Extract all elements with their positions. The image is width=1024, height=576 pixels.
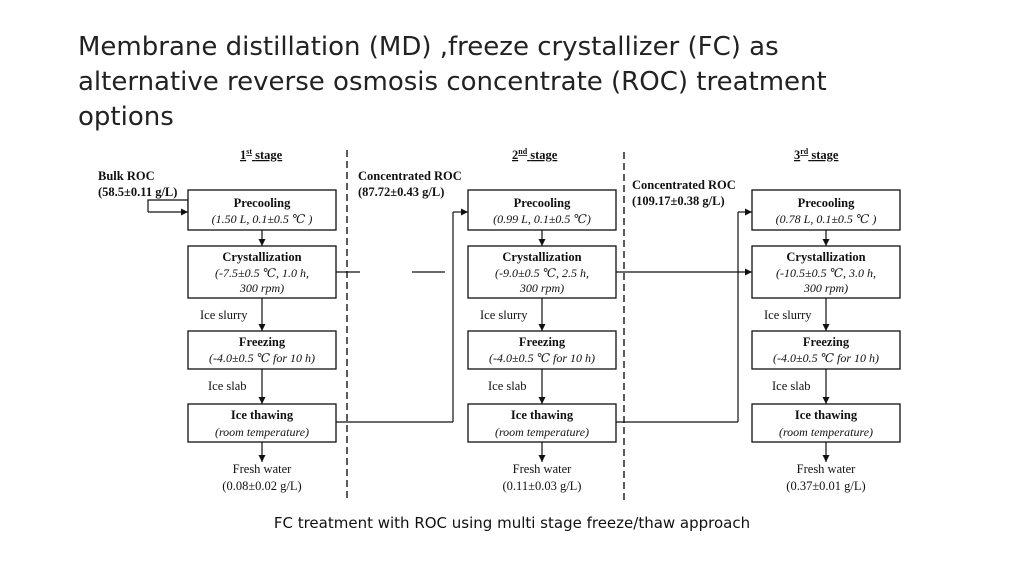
freezing-box-stage-3 — [751, 330, 901, 370]
precooling-title: Precooling — [234, 196, 291, 210]
freezing-title: Freezing — [239, 335, 286, 349]
ice-slurry-label: Ice slurry — [200, 308, 248, 322]
precooling-detail: (0.99 L, 0.1±0.5 ℃) — [493, 212, 591, 226]
freezing-detail: (-4.0±0.5 ℃ for 10 h) — [489, 351, 595, 365]
feed-connector — [147, 199, 189, 212]
precooling-detail: (1.50 L, 0.1±0.5 ℃ ) — [212, 212, 313, 226]
crystallization-detail-1: (-7.5±0.5 ℃, 1.0 h, — [215, 266, 309, 280]
stage-3-heading: 3rd stage — [794, 147, 839, 162]
thawing-detail: (room temperature) — [215, 425, 309, 439]
fresh-water-value: (0.08±0.02 g/L) — [222, 479, 301, 493]
crystallization-box-stage-2 — [467, 245, 617, 299]
freezing-box-stage-2 — [467, 330, 617, 370]
bulk-roc-value: (58.5±0.11 g/L) — [98, 185, 177, 199]
precooling-detail: (0.78 L, 0.1±0.5 ℃ ) — [776, 212, 877, 226]
concentrated-roc-value-1: (87.72±0.43 g/L) — [358, 185, 444, 199]
precooling-box-stage-1 — [187, 189, 337, 231]
figure-caption: FC treatment with ROC using multi stage … — [273, 514, 751, 532]
title-line-2: alternative reverse osmosis concentrate … — [78, 67, 827, 97]
precooling-title: Precooling — [514, 196, 571, 210]
freezing-title: Freezing — [519, 335, 566, 349]
fresh-water-label: Fresh water — [233, 462, 292, 476]
stage-1: 1st stage Bulk ROC (58.5±0.11 g/L) Preco… — [98, 147, 360, 493]
precooling-box-stage-2 — [467, 189, 617, 231]
thawing-detail: (room temperature) — [495, 425, 589, 439]
freezing-detail: (-4.0±0.5 ℃ for 10 h) — [773, 351, 879, 365]
stage-2: 2nd stage Concentrated ROC (87.72±0.43 g… — [336, 147, 617, 493]
thawing-title: Ice thawing — [231, 408, 294, 422]
ice-slurry-label: Ice slurry — [764, 308, 812, 322]
ice-slab-label: Ice slab — [488, 379, 527, 393]
freezing-detail: (-4.0±0.5 ℃ for 10 h) — [209, 351, 315, 365]
fresh-water-value: (0.11±0.03 g/L) — [503, 479, 582, 493]
title-line-3: options — [78, 102, 174, 132]
stage-3: 3rd stage Concentrated ROC (109.17±0.38 … — [616, 147, 901, 493]
thawing-box-stage-1 — [187, 403, 337, 443]
concentrated-roc-label-2: Concentrated ROC — [632, 178, 736, 192]
concentrated-roc-label-1: Concentrated ROC — [358, 169, 462, 183]
thawing-title: Ice thawing — [795, 408, 858, 422]
thawing-box-stage-3 — [751, 403, 901, 443]
precooling-title: Precooling — [798, 196, 855, 210]
thawing-box-stage-2 — [467, 403, 617, 443]
stage-2-heading: 2nd stage — [512, 147, 558, 162]
ice-slab-label: Ice slab — [208, 379, 247, 393]
crystallization-detail-2: 300 rpm) — [239, 281, 284, 295]
fresh-water-value: (0.37±0.01 g/L) — [786, 479, 865, 493]
ice-slab-label: Ice slab — [772, 379, 811, 393]
bulk-roc-label: Bulk ROC — [98, 169, 155, 183]
precooling-box-stage-3 — [751, 189, 901, 231]
concentrated-roc-value-2: (109.17±0.38 g/L) — [632, 194, 725, 208]
title-line-1: Membrane distillation (MD) ,freeze cryst… — [78, 32, 779, 62]
freezing-title: Freezing — [803, 335, 850, 349]
thawing-title: Ice thawing — [511, 408, 574, 422]
fresh-water-label: Fresh water — [797, 462, 856, 476]
slide-title: Membrane distillation (MD) ,freeze cryst… — [78, 30, 978, 135]
thawing-detail: (room temperature) — [779, 425, 873, 439]
stage-1-heading: 1st stage — [240, 147, 283, 162]
ice-slurry-label: Ice slurry — [480, 308, 528, 322]
crystallization-title: Crystallization — [222, 250, 301, 264]
fresh-water-label: Fresh water — [513, 462, 572, 476]
crystallization-detail-1: (-9.0±0.5 ℃, 2.5 h, — [495, 266, 589, 280]
crystallization-title: Crystallization — [502, 250, 581, 264]
crystallization-detail-2: 300 rpm) — [803, 281, 848, 295]
crystallization-detail-2: 300 rpm) — [519, 281, 564, 295]
crystallization-detail-1: (-10.5±0.5 ℃, 3.0 h, — [776, 266, 876, 280]
crystallization-title: Crystallization — [786, 250, 865, 264]
